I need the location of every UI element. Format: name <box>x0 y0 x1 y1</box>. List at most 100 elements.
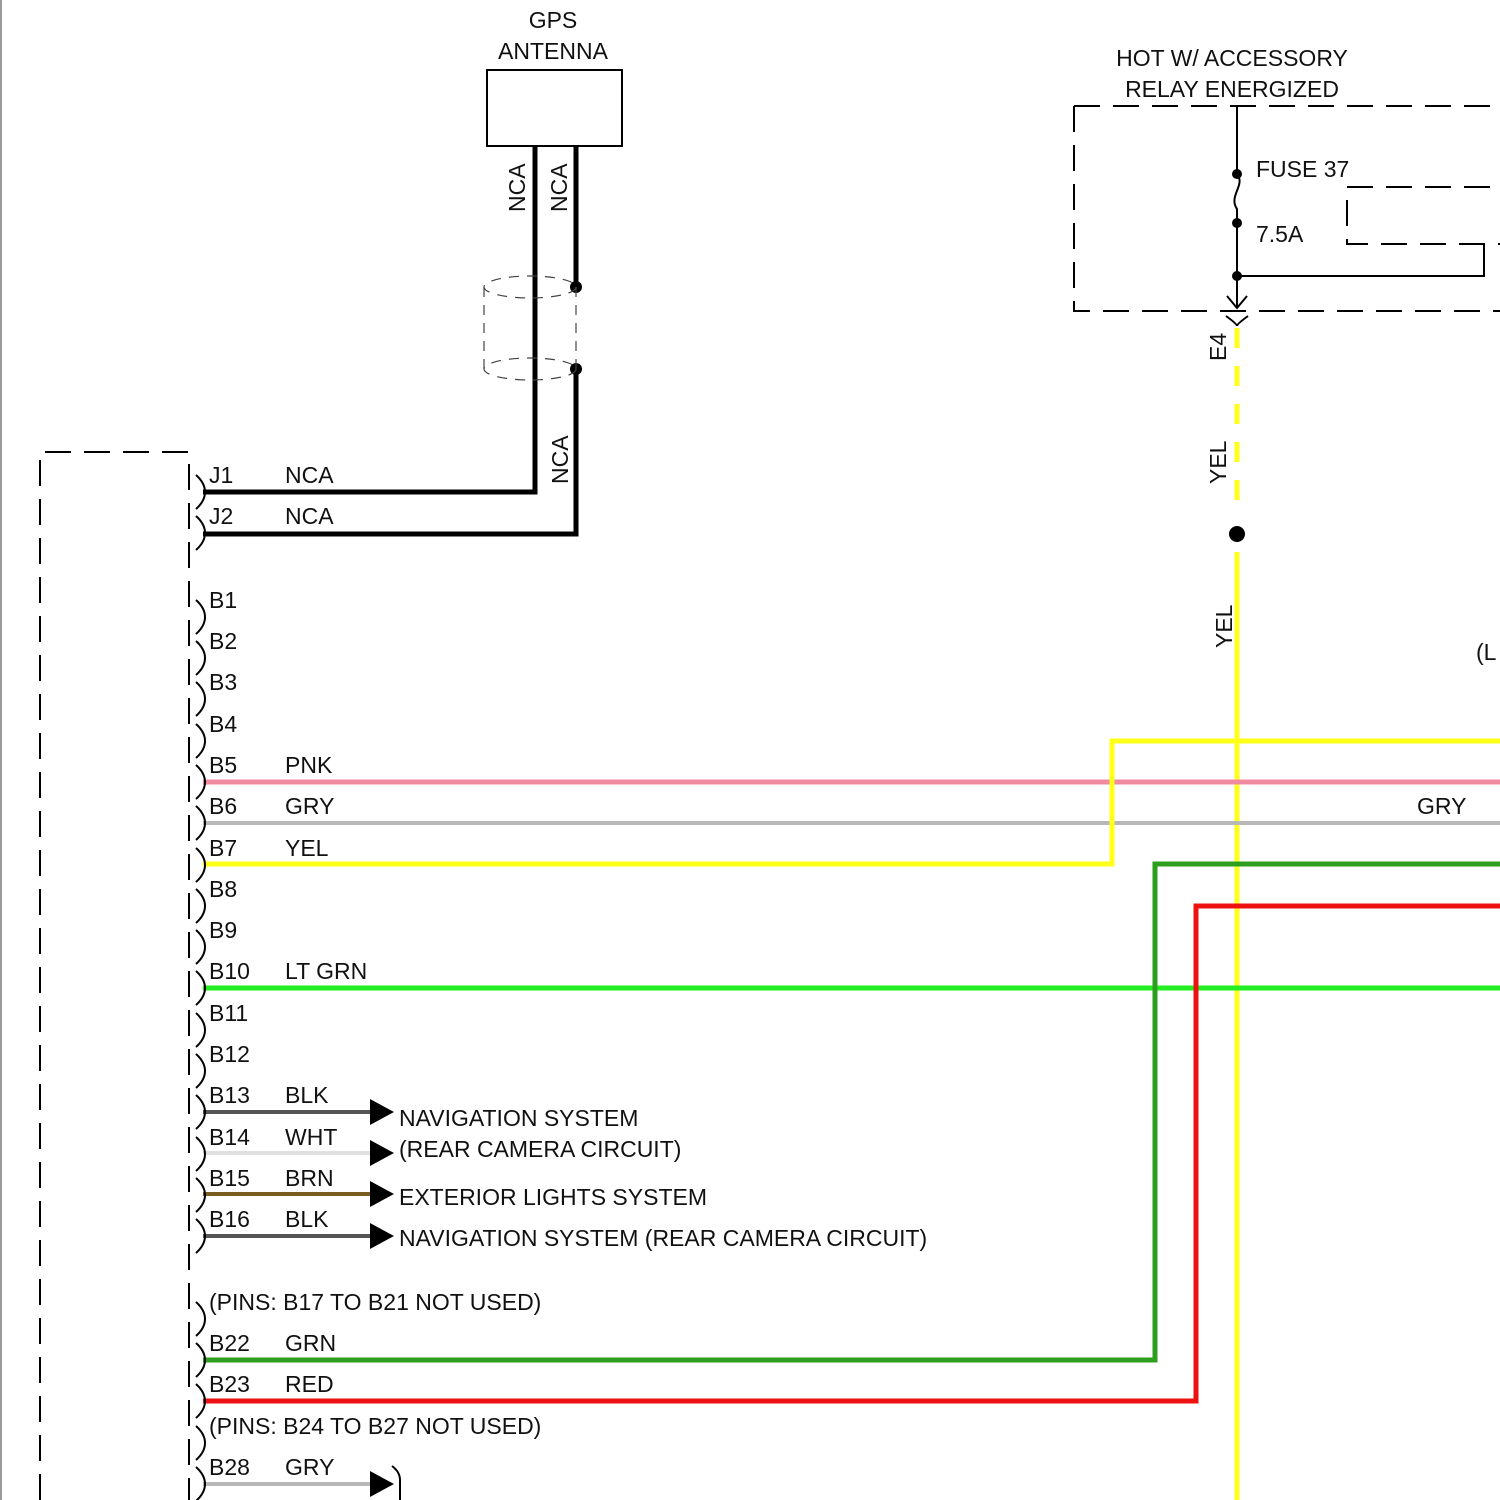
pin-id: B22 <box>209 1330 250 1356</box>
power-title-2: RELAY ENERGIZED <box>1125 76 1339 102</box>
pin-row: B28 GRY <box>195 1454 334 1500</box>
wire-color-label: GRY <box>285 793 334 819</box>
wire-color-label: GRY <box>285 1454 334 1480</box>
wire-color-label: BRN <box>285 1165 334 1191</box>
power-title-1: HOT W/ ACCESSORY <box>1116 45 1348 71</box>
gps-antenna: GPS ANTENNA <box>486 7 623 147</box>
shield-cylinder <box>483 275 577 381</box>
pin-id: B2 <box>209 628 237 654</box>
pin-connector-icon <box>195 1094 207 1130</box>
pin-row: B8 <box>195 876 237 924</box>
pin-row: B2 <box>195 628 237 676</box>
pin-id: B23 <box>209 1371 250 1397</box>
fuse-icon <box>1233 173 1241 223</box>
yel-label-upper: YEL <box>1205 440 1231 484</box>
splice-dot <box>1229 526 1245 542</box>
pin-id: J2 <box>209 503 233 529</box>
arrow-right-icon <box>370 1223 394 1249</box>
pin-connector-icon <box>195 1177 207 1213</box>
yel-label-lower: YEL <box>1211 604 1237 648</box>
pin-connector-icon <box>195 929 207 965</box>
arrow-down-icon <box>1226 295 1248 310</box>
arrow-right-icon <box>370 1471 394 1497</box>
pin-connector-icon <box>195 1383 207 1419</box>
wire-color-label: PNK <box>285 752 333 778</box>
gps-antenna-title-1: GPS <box>529 7 578 33</box>
pin-connector-icon <box>195 1053 207 1089</box>
nca-label: NCA <box>504 163 530 212</box>
wire-color-label: BLK <box>285 1082 329 1108</box>
pin-row: J2 NCA <box>195 503 334 551</box>
pin-id: B28 <box>209 1454 250 1480</box>
pin-id: B1 <box>209 587 237 613</box>
inner-component-outline <box>1346 186 1500 245</box>
pin-connector-icon <box>195 1136 207 1172</box>
nca-label: NCA <box>547 435 573 484</box>
pin-row: B6 GRY <box>195 793 334 841</box>
connector-e4-label: E4 <box>1205 333 1231 361</box>
pin-row: B15 BRN <box>195 1165 334 1213</box>
cutoff-label: (L <box>1476 639 1497 665</box>
pin-row: (PINS: B24 TO B27 NOT USED) <box>195 1413 541 1461</box>
pin-row: B1 <box>195 587 237 635</box>
connector-e4-icon <box>1225 315 1249 327</box>
pin-connector-icon <box>195 1425 207 1461</box>
wire-b7-yel <box>203 738 1500 867</box>
gps-antenna-box <box>486 69 623 147</box>
pin-row: (PINS: B17 TO B21 NOT USED) <box>195 1289 541 1337</box>
wire-color-label: NCA <box>285 503 334 529</box>
arrow-right-icon <box>370 1140 394 1166</box>
connector-bracket-icon <box>391 1465 401 1500</box>
radio-module-outline <box>39 451 190 1500</box>
harness-wires <box>203 738 1500 1500</box>
fuse-rating: 7.5A <box>1256 221 1304 247</box>
wire-b22-grn <box>203 861 1500 1363</box>
branch-wire <box>1237 244 1485 277</box>
pin-connector-icon <box>195 1466 207 1500</box>
pin-connector-icon <box>195 1012 207 1048</box>
pin-id: (PINS: B24 TO B27 NOT USED) <box>209 1413 541 1439</box>
pin-connector-icon <box>195 1301 207 1337</box>
fuse-name: FUSE 37 <box>1256 156 1349 182</box>
pin-id: B3 <box>209 669 237 695</box>
pin-row: B9 <box>195 917 237 965</box>
destination-exterior-lights: EXTERIOR LIGHTS SYSTEM <box>399 1184 707 1210</box>
pin-connector-icon <box>195 1218 207 1254</box>
pin-connector-icon <box>195 640 207 676</box>
pin-connector-icon <box>195 1342 207 1378</box>
pin-connector-icon <box>195 474 207 510</box>
pin-id: B15 <box>209 1165 250 1191</box>
arrow-right-icon <box>370 1181 394 1207</box>
destination-nav-1: NAVIGATION SYSTEM <box>399 1105 638 1131</box>
pin-row: B3 <box>195 669 237 717</box>
arrow-right-icon <box>370 1099 394 1125</box>
gps-coax-wires <box>203 146 579 537</box>
power-source: HOT W/ ACCESSORY RELAY ENERGIZED FUSE 37… <box>1073 45 1500 312</box>
pin-connector-icon <box>195 888 207 924</box>
fuse-block-outline <box>1073 105 1500 312</box>
wire-color-label: WHT <box>285 1124 337 1150</box>
page-edge <box>0 0 2 1500</box>
pin-row: B12 <box>195 1041 250 1089</box>
pin-connector-icon <box>195 599 207 635</box>
pin-connector-icon <box>195 723 207 759</box>
gps-antenna-title-2: ANTENNA <box>498 38 609 64</box>
wire-b23-red <box>203 903 1500 1404</box>
pin-id: B6 <box>209 793 237 819</box>
destination-nav-2: (REAR CAMERA CIRCUIT) <box>399 1136 681 1162</box>
pin-id: J1 <box>209 462 233 488</box>
pin-connector-icon <box>195 681 207 717</box>
nca-label: NCA <box>546 163 572 212</box>
pin-connector-icon <box>195 847 207 883</box>
wire-color-label: BLK <box>285 1206 329 1232</box>
